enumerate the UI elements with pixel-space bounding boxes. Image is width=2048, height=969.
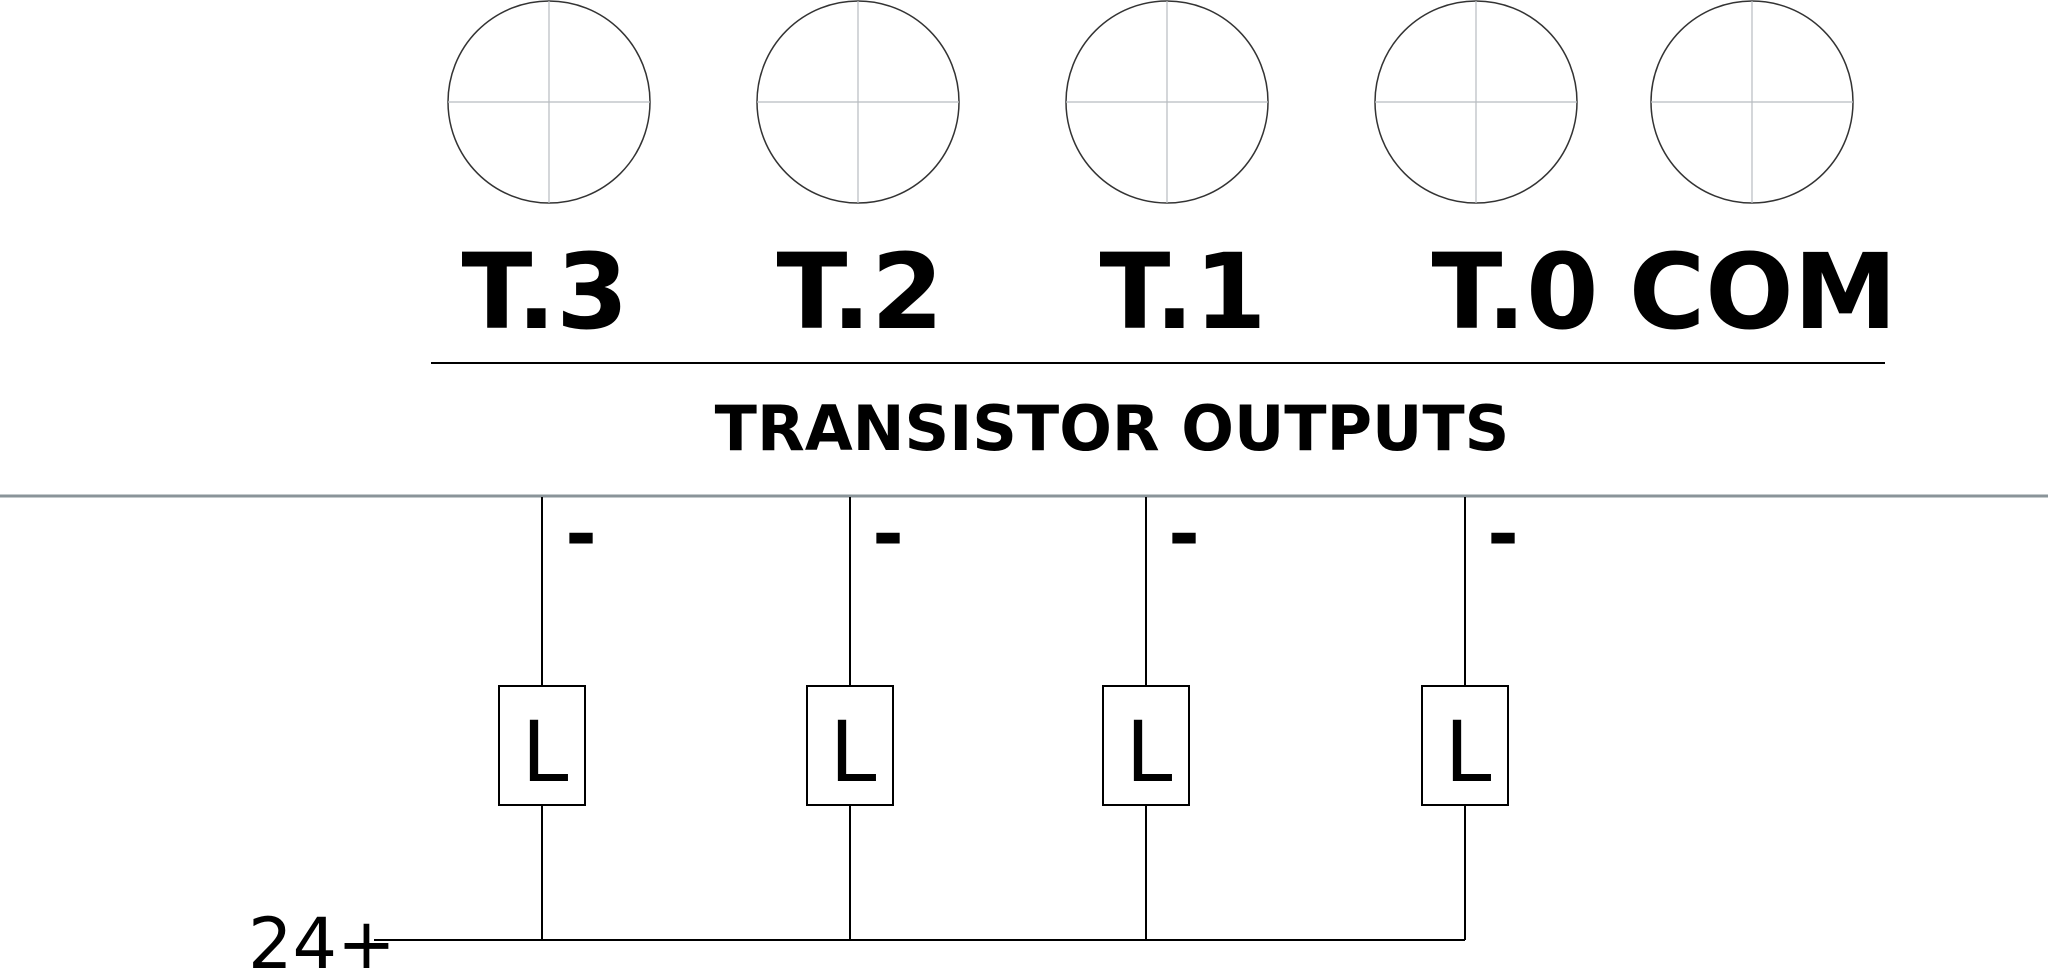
terminal-screw-t3 [447,0,651,204]
terminal-screw-t0 [1374,0,1578,204]
terminal-label-t0: T.0 [1431,231,1598,353]
output-branch-t2: - L [806,489,904,940]
load-box [1421,685,1509,806]
load-label: L [522,703,569,801]
terminal-label-t1: T.1 [1099,231,1266,353]
output-branch-t0: - L [1421,489,1519,940]
minus-sign: - [565,489,597,578]
load-label: L [1445,703,1492,801]
terminal-screw-com [1650,0,1854,204]
load-box [498,685,586,806]
section-title: TRANSISTOR OUTPUTS [715,392,1510,465]
terminal-label-t3: T.3 [461,231,628,353]
supply-label: 24+ [248,903,396,969]
minus-sign: - [872,489,904,578]
load-box [806,685,894,806]
terminal-label-com: COM [1629,231,1897,353]
load-label: L [1126,703,1173,801]
terminal-label-t2: T.2 [776,231,943,353]
minus-sign: - [1168,489,1200,578]
output-branch-t1: - L [1102,489,1200,940]
output-branch-t3: - L [498,489,597,940]
terminal-screw-t1 [1065,0,1269,204]
terminal-screw-t2 [756,0,960,204]
load-label: L [830,703,877,801]
minus-sign: - [1487,489,1519,578]
